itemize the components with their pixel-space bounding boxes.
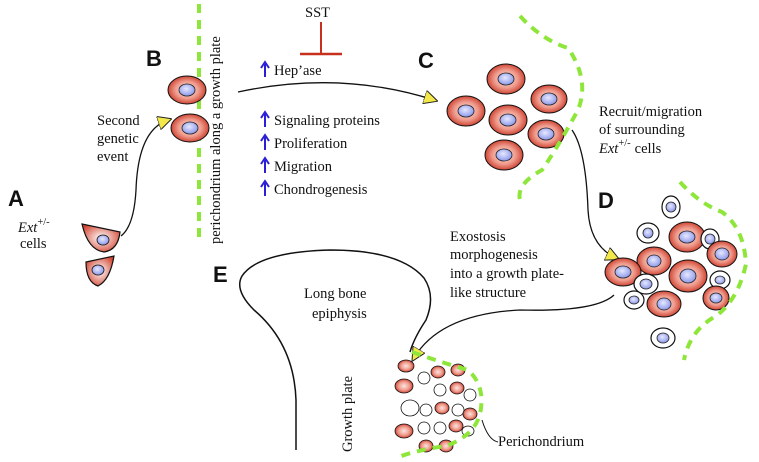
- recruit-line3: Ext+/- cells: [598, 138, 662, 157]
- nucleus: [646, 254, 662, 268]
- cell-small: [417, 421, 431, 435]
- cell-small: [417, 371, 431, 385]
- nucleus: [656, 332, 670, 344]
- nucleus: [642, 227, 654, 239]
- cell: [449, 381, 465, 395]
- effect-signaling: Signaling proteins: [274, 113, 380, 129]
- panel-d-cells: [604, 195, 738, 349]
- cell-small: [463, 388, 477, 402]
- panel-b-cells: [167, 75, 210, 143]
- cell: [434, 401, 450, 415]
- panel-label-e: E: [213, 262, 228, 287]
- effect-hepase: Hep’ase: [274, 63, 322, 79]
- second-event-line1: Second: [97, 113, 140, 129]
- nucleus: [91, 264, 105, 276]
- bone-label-line2: epiphysis: [312, 306, 367, 322]
- cell-small: [433, 421, 447, 435]
- recruit-line1: Recruit/migration: [599, 104, 703, 120]
- exostosis-line2: morphogenesis: [450, 247, 538, 263]
- growth-plate-label: Growth plate: [340, 376, 356, 452]
- nucleus: [614, 265, 632, 279]
- nucleus: [181, 121, 199, 135]
- nucleus: [714, 247, 730, 261]
- cell: [394, 423, 414, 439]
- second-event-line2: genetic: [97, 131, 139, 147]
- cell-small: [433, 383, 447, 397]
- nucleus: [96, 234, 110, 246]
- up-arrow-icon: [260, 60, 270, 77]
- perichondrium-vertical-label: perichondrium along a growth plate: [208, 36, 224, 244]
- cell-small: [451, 403, 465, 417]
- cell: [462, 407, 478, 421]
- nucleus: [709, 292, 723, 304]
- panel-a-cells-label: cells: [20, 236, 47, 252]
- up-arrow-icon: [260, 156, 270, 173]
- exostosis-line3: into a growth plate-: [450, 266, 564, 282]
- effect-migration: Migration: [274, 159, 333, 175]
- nucleus: [497, 72, 515, 86]
- nucleus: [678, 230, 696, 244]
- nucleus: [665, 201, 677, 213]
- nucleus: [540, 92, 558, 106]
- exostosis-line4: like structure: [450, 285, 526, 301]
- cell: [448, 419, 464, 433]
- recruit-genotype: +/-: [618, 138, 631, 149]
- nucleus: [178, 83, 196, 97]
- nucleus: [537, 127, 555, 141]
- cell-small: [400, 399, 420, 417]
- panel-label-a: A: [8, 186, 24, 211]
- nucleus: [495, 148, 513, 162]
- nucleus: [714, 275, 726, 285]
- panel-label-b: B: [146, 46, 162, 71]
- perichondrium-label: Perichondrium: [498, 434, 585, 450]
- panel-label-c: C: [418, 48, 434, 73]
- arrow-d-to-e: [414, 294, 615, 358]
- ext-gene: Ext: [17, 220, 38, 236]
- recruit-cells: cells: [635, 141, 662, 157]
- up-arrow-icon: [260, 179, 270, 196]
- second-event-line3: event: [97, 149, 128, 165]
- perichondrium-dashed-line-d: [678, 180, 749, 361]
- panel-c-cells: [446, 63, 568, 171]
- cell: [397, 359, 415, 373]
- panel-a-genotype: Ext+/-: [17, 217, 50, 236]
- sst-label: SST: [305, 5, 330, 21]
- arrow-b-to-c: [237, 82, 434, 100]
- panel-label-d: D: [598, 188, 614, 213]
- perichondrium-leader-line: [481, 419, 499, 443]
- arrow-a-to-b: [120, 120, 168, 237]
- up-arrow-icon: [260, 133, 270, 150]
- exostosis-line1: Exostosis: [450, 229, 506, 245]
- effects-list: Hep’ase Signaling proteins Proliferation…: [260, 60, 380, 198]
- panel-a-cells: [81, 223, 121, 287]
- recruit-ext-gene: Ext: [598, 141, 619, 157]
- nucleus: [639, 278, 653, 290]
- cell: [430, 365, 446, 379]
- recruit-line2: of surrounding: [599, 122, 685, 138]
- cell-small: [419, 403, 433, 417]
- nucleus: [499, 113, 517, 127]
- arrow-c-to-d: [571, 129, 616, 258]
- genotype-superscript: +/-: [37, 217, 50, 228]
- bone-label-line1: Long bone: [304, 286, 366, 302]
- cell: [394, 378, 414, 394]
- nucleus: [704, 233, 716, 245]
- nucleus: [628, 295, 640, 305]
- nucleus: [679, 268, 697, 284]
- nucleus: [457, 104, 475, 118]
- long-bone-outline: [239, 249, 432, 450]
- effect-proliferation: Proliferation: [274, 136, 348, 152]
- nucleus: [656, 297, 672, 311]
- effect-chondrogenesis: Chondrogenesis: [274, 182, 368, 198]
- up-arrow-icon: [260, 110, 270, 127]
